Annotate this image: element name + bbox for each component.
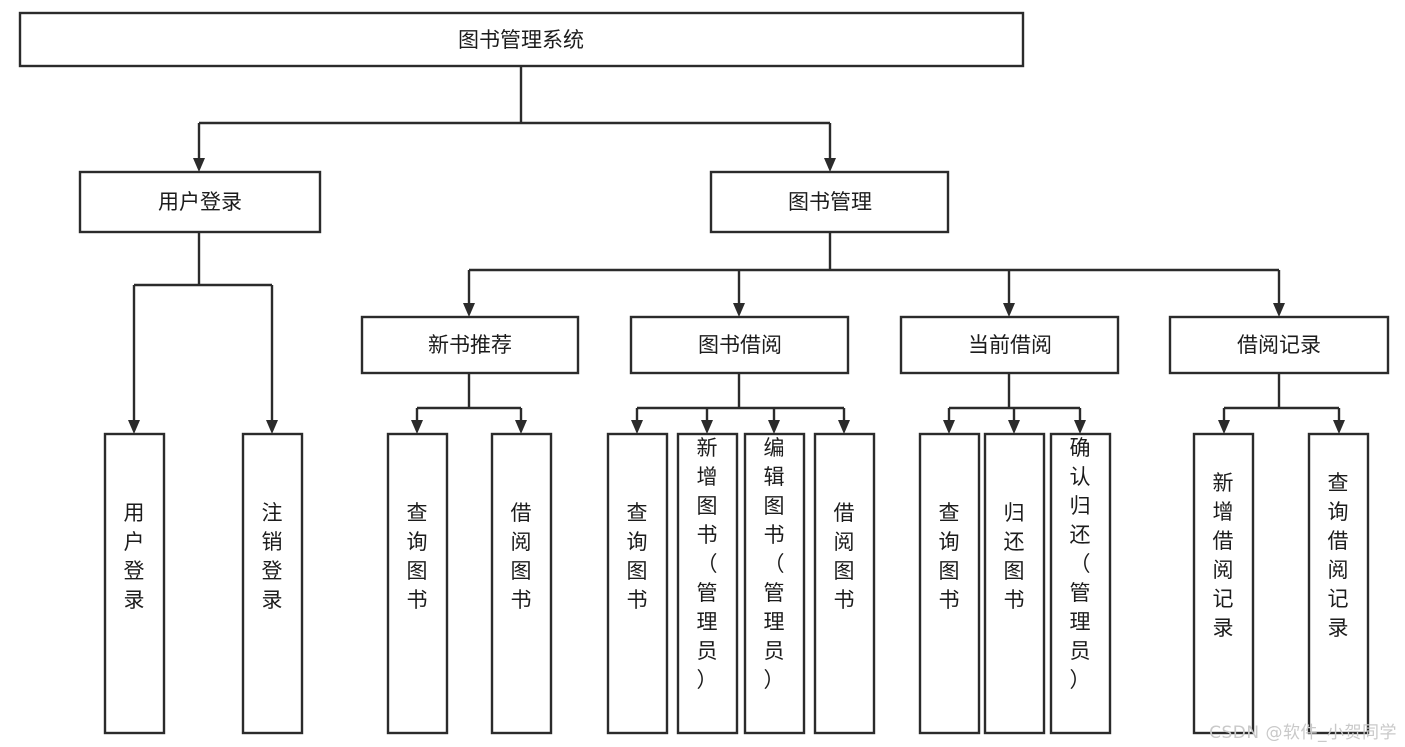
leaf-new-book-borrow[interactable]: 借阅图书 xyxy=(490,432,553,735)
leaf-current-borrow-return-label: 归还图书 xyxy=(1004,501,1025,612)
node-borrow-record-label: 借阅记录 xyxy=(1237,333,1321,357)
connector-group-user-login xyxy=(128,232,278,434)
leaf-borrow-record-query-label: 查询借阅记录 xyxy=(1328,471,1349,640)
connector-group-root xyxy=(193,66,836,172)
leaf-current-borrow-confirm[interactable]: 确认归还（管理员） xyxy=(1049,432,1112,735)
node-new-book-recommend-label: 新书推荐 xyxy=(428,333,512,357)
node-book-borrow-label: 图书借阅 xyxy=(698,333,782,357)
leaf-borrow-record-add[interactable]: 新增借阅记录 xyxy=(1192,432,1255,735)
leaf-book-borrow-borrow-box[interactable] xyxy=(813,432,876,735)
leaf-borrow-record-add-box[interactable] xyxy=(1192,432,1255,735)
arrowhead-user-login-leaf2 xyxy=(266,420,278,434)
node-new-book-recommend-box[interactable] xyxy=(360,315,580,375)
leaf-user-login-logout[interactable]: 注销登录 xyxy=(241,432,304,735)
node-current-borrow-label: 当前借阅 xyxy=(968,333,1052,357)
arrowhead-current-borrow-leaf1 xyxy=(943,420,955,434)
node-root[interactable]: 图书管理系统 xyxy=(18,11,1025,68)
arrowhead-user-login xyxy=(193,158,205,172)
node-current-borrow-box[interactable] xyxy=(899,315,1120,375)
leaf-current-borrow-query-box[interactable] xyxy=(918,432,981,735)
arrowhead-new-book-leaf1 xyxy=(411,420,423,434)
leaf-user-login-logout-box[interactable] xyxy=(241,432,304,735)
node-borrow-record[interactable]: 借阅记录 xyxy=(1168,315,1390,375)
leaf-book-borrow-query[interactable]: 查询图书 xyxy=(606,432,669,735)
arrowhead-book-borrow-leaf2 xyxy=(701,420,713,434)
node-borrow-record-box[interactable] xyxy=(1168,315,1390,375)
node-book-borrow[interactable]: 图书借阅 xyxy=(629,315,850,375)
leaf-current-borrow-confirm-label: 确认归还（管理员） xyxy=(1070,436,1091,692)
leaf-new-book-borrow-label: 借阅图书 xyxy=(511,501,532,612)
arrowhead-book-borrow-leaf3 xyxy=(768,420,780,434)
leaf-book-borrow-edit-box[interactable] xyxy=(743,432,806,735)
node-root-label: 图书管理系统 xyxy=(458,28,584,52)
arrowhead-current-borrow xyxy=(1003,303,1015,317)
leaf-user-login-login-box[interactable] xyxy=(103,432,166,735)
connector-group-book-borrow xyxy=(631,373,850,434)
node-current-borrow[interactable]: 当前借阅 xyxy=(899,315,1120,375)
watermark-text: CSDN @软件_小贺同学 xyxy=(1209,723,1397,743)
leaf-new-book-query-label: 查询图书 xyxy=(407,501,428,612)
node-new-book-recommend[interactable]: 新书推荐 xyxy=(360,315,580,375)
arrowhead-borrow-record xyxy=(1273,303,1285,317)
node-root-box[interactable] xyxy=(18,11,1025,68)
arrowhead-book-borrow-leaf4 xyxy=(838,420,850,434)
leaf-book-borrow-add-label: 新增图书（管理员） xyxy=(697,436,718,692)
arrowhead-new-book xyxy=(463,303,475,317)
leaf-new-book-borrow-box[interactable] xyxy=(490,432,553,735)
arrowhead-book-mgmt xyxy=(824,158,836,172)
node-book-borrow-box[interactable] xyxy=(629,315,850,375)
leaf-current-borrow-return[interactable]: 归还图书 xyxy=(983,432,1046,735)
leaf-new-book-query-box[interactable] xyxy=(386,432,449,735)
leaf-book-borrow-query-box[interactable] xyxy=(606,432,669,735)
connector-group-book-mgmt xyxy=(463,232,1285,317)
connector-group-current-borrow xyxy=(943,373,1086,434)
arrowhead-user-login-leaf1 xyxy=(128,420,140,434)
leaf-user-login-logout-label: 注销登录 xyxy=(262,501,283,612)
arrowhead-current-borrow-leaf2 xyxy=(1008,420,1020,434)
leaf-new-book-query[interactable]: 查询图书 xyxy=(386,432,449,735)
node-user-login-box[interactable] xyxy=(78,170,322,234)
arrowhead-current-borrow-leaf3 xyxy=(1074,420,1086,434)
connector-group-borrow-record xyxy=(1218,373,1345,434)
node-book-management-label: 图书管理 xyxy=(788,190,872,214)
leaf-book-borrow-add[interactable]: 新增图书（管理员） xyxy=(676,432,739,735)
leaf-current-borrow-return-box[interactable] xyxy=(983,432,1046,735)
node-book-management[interactable]: 图书管理 xyxy=(709,170,950,234)
leaf-current-borrow-query[interactable]: 查询图书 xyxy=(918,432,981,735)
leaf-book-borrow-edit-label: 编辑图书（管理员） xyxy=(764,436,785,692)
node-user-login[interactable]: 用户登录 xyxy=(78,170,322,234)
arrowhead-book-borrow-leaf1 xyxy=(631,420,643,434)
arrowhead-book-borrow xyxy=(733,303,745,317)
arrowhead-new-book-leaf2 xyxy=(515,420,527,434)
leaf-borrow-record-query[interactable]: 查询借阅记录 xyxy=(1307,432,1370,735)
leaf-current-borrow-query-label: 查询图书 xyxy=(939,501,960,612)
leaf-book-borrow-edit[interactable]: 编辑图书（管理员） xyxy=(743,432,806,735)
leaf-borrow-record-query-box[interactable] xyxy=(1307,432,1370,735)
arrowhead-borrow-record-leaf1 xyxy=(1218,420,1230,434)
leaf-user-login-login-label: 用户登录 xyxy=(124,501,145,612)
leaf-book-borrow-borrow-label: 借阅图书 xyxy=(834,501,855,612)
leaf-borrow-record-add-label: 新增借阅记录 xyxy=(1213,471,1234,640)
arrowhead-borrow-record-leaf2 xyxy=(1333,420,1345,434)
connector-group-new-book xyxy=(411,373,527,434)
leaf-book-borrow-query-label: 查询图书 xyxy=(627,501,648,612)
node-user-login-label: 用户登录 xyxy=(158,190,242,214)
node-book-management-box[interactable] xyxy=(709,170,950,234)
leaf-book-borrow-add-box[interactable] xyxy=(676,432,739,735)
leaf-user-login-login[interactable]: 用户登录 xyxy=(103,432,166,735)
leaf-current-borrow-confirm-box[interactable] xyxy=(1049,432,1112,735)
leaf-book-borrow-borrow[interactable]: 借阅图书 xyxy=(813,432,876,735)
